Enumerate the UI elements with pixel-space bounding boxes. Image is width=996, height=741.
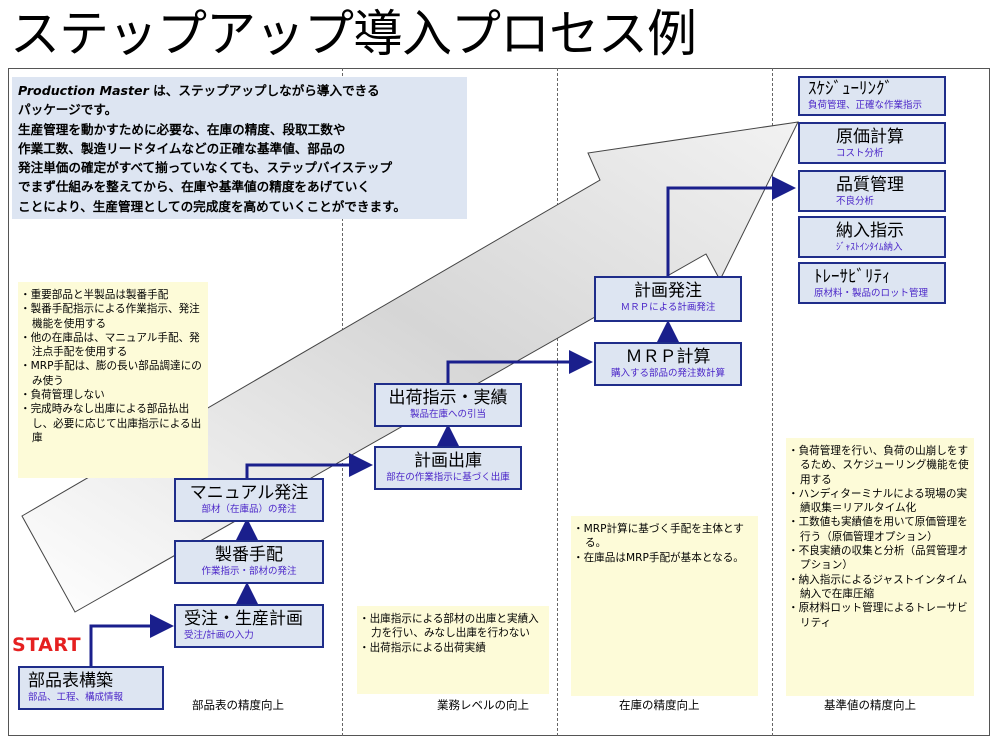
stage-divider [557,68,558,736]
option-subtitle: 負荷管理、正確な作業指示 [808,100,923,111]
step-title: 計画発注 [634,281,702,301]
stage-caption: 業務レベルの向上 [437,698,529,712]
intro-line: 発注単価の確定がすべて揃っていなくても、ステップバイステップ [18,160,393,176]
option-delivery: 納入指示 ｼﾞｬｽﾄｲﾝﾀｲﾑ納入 [798,216,946,258]
option-subtitle: 原材料・製品のロット管理 [814,288,929,299]
note-item: 不良実績の収集と分析（品質管理オプション） [791,544,969,573]
step-title: マニュアル発注 [189,483,309,503]
note-stage1: 重要部品と半製品は製番手配 製番手配指示による作業指示、発注機能を使用する 他の… [18,282,208,478]
step-title: 製番手配 [215,545,283,565]
connector [89,614,174,666]
intro-line: ことにより、生産管理としての完成度を高めていくことができます。 [18,198,407,214]
product-name: Production Master [18,83,149,98]
step-subtitle: 部品、工程、構成情報 [28,692,124,703]
intro-line: パッケージです。 [18,102,118,118]
step-title: 受注・生産計画 [184,609,303,629]
intro-line: 作業工数、製造リードタイムなどの正確な基準値、部品の [18,140,346,156]
note-stage3: MRP計算に基づく手配を主体とする。 在庫品はMRP手配が基本となる。 [571,516,758,696]
note-item: 負荷管理しない [23,388,203,402]
step-subtitle: 作業指示・部材の発注 [201,566,297,577]
option-traceability: ﾄﾚｰｻﾋﾞﾘﾃｨ 原材料・製品のロット管理 [798,262,946,304]
option-subtitle: ｼﾞｬｽﾄｲﾝﾀｲﾑ納入 [836,242,903,253]
step-subtitle: 購入する部品の発注数計算 [610,368,725,379]
option-quality: 品質管理 不良分析 [798,170,946,212]
intro-line: は、ステップアップしながら導入できる [148,83,380,98]
step-subtitle: ＭＲＰによる計画発注 [620,302,716,313]
note-item: 納入指示によるジャストインタイム納入で在庫圧縮 [791,573,969,602]
option-subtitle: コスト分析 [836,148,884,159]
connector [446,350,593,383]
note-item: 製番手配指示による作業指示、発注機能を使用する [23,302,203,331]
step-title: 計画出庫 [414,451,482,471]
option-title: 納入指示 [836,221,904,241]
step-title: 出荷指示・実績 [388,388,508,408]
option-subtitle: 不良分析 [836,196,875,207]
page-title: ステップアップ導入プロセス例 [10,5,697,63]
note-item: 原材料ロット管理によるトレーサビリティ [791,601,969,630]
note-item: 負荷管理を行い、負荷の山崩しをするため、スケジューリング機能を使用する [791,444,969,487]
intro-text: Production Master は、ステップアップしながら導入できる パッケ… [12,77,467,219]
step-bom: 部品表構築 部品、工程、構成情報 [18,666,164,710]
note-item: ハンディターミナルによる現場の実績収集＝リアルタイム化 [791,487,969,516]
connector [666,176,796,276]
option-title: ﾄﾚｰｻﾋﾞﾘﾃｨ [814,267,891,287]
note-item: 完成時みなし出庫による部品払出し、必要に応じて出庫指示による出庫 [23,402,203,445]
stage-caption: 在庫の精度向上 [619,698,700,712]
note-item: 工数値も実績値を用いて原価管理を行う（原価管理オプション） [791,515,969,544]
note-item: 重要部品と半製品は製番手配 [23,288,203,302]
step-shipping: 出荷指示・実績 製品在庫への引当 [374,383,522,427]
note-item: 在庫品はMRP手配が基本となる。 [576,551,753,565]
step-subtitle: 受注/計画の入力 [184,630,254,641]
stage-caption: 基準値の精度向上 [824,698,916,712]
note-item: MRP計算に基づく手配を主体とする。 [576,522,753,551]
step-job-order: 製番手配 作業指示・部材の発注 [174,540,324,584]
diagram-frame [8,68,990,736]
option-scheduling: ｽｹｼﾞｭｰﾘﾝｸﾞ 負荷管理、正確な作業指示 [798,76,946,116]
step-subtitle: 部在の作業指示に基づく出庫 [386,472,510,483]
note-stage4: 負荷管理を行い、負荷の山崩しをするため、スケジューリング機能を使用する ハンディ… [786,438,974,696]
option-title: ｽｹｼﾞｭｰﾘﾝｸﾞ [808,79,893,99]
note-item: MRP手配は、膨の長い部品調達にのみ使う [23,359,203,388]
option-title: 原価計算 [836,127,904,147]
step-mrp: ＭＲＰ計算 購入する部品の発注数計算 [594,342,742,386]
step-order-planning: 受注・生産計画 受注/計画の入力 [174,604,324,648]
note-item: 他の在庫品は、マニュアル手配、発注点手配を使用する [23,331,203,360]
option-costing: 原価計算 コスト分析 [798,122,946,164]
intro-line: でまず仕組みを整えてから、在庫や基準値の精度をあげていく [18,179,370,195]
note-item: 出荷指示による出荷実績 [362,641,544,655]
connector [245,453,373,478]
step-title: 部品表構築 [28,671,113,691]
step-subtitle: 部材（在庫品）の発注 [201,504,297,515]
step-planned-issue: 計画出庫 部在の作業指示に基づく出庫 [374,446,522,490]
option-title: 品質管理 [836,175,904,195]
note-stage2: 出庫指示による部材の出庫と実績入力を行い、みなし出庫を行わない 出荷指示による出… [357,606,549,694]
step-planned-order: 計画発注 ＭＲＰによる計画発注 [594,276,742,322]
step-title: ＭＲＰ計算 [625,347,711,367]
step-subtitle: 製品在庫への引当 [409,409,486,420]
intro-line: 生産管理を動かすために必要な、在庫の精度、段取工数や [18,121,346,137]
note-item: 出庫指示による部材の出庫と実績入力を行い、みなし出庫を行わない [362,612,544,641]
stage-caption: 部品表の精度向上 [192,698,284,712]
step-manual-order: マニュアル発注 部材（在庫品）の発注 [174,478,324,522]
start-label: START [12,634,82,656]
stage-divider [772,68,773,736]
